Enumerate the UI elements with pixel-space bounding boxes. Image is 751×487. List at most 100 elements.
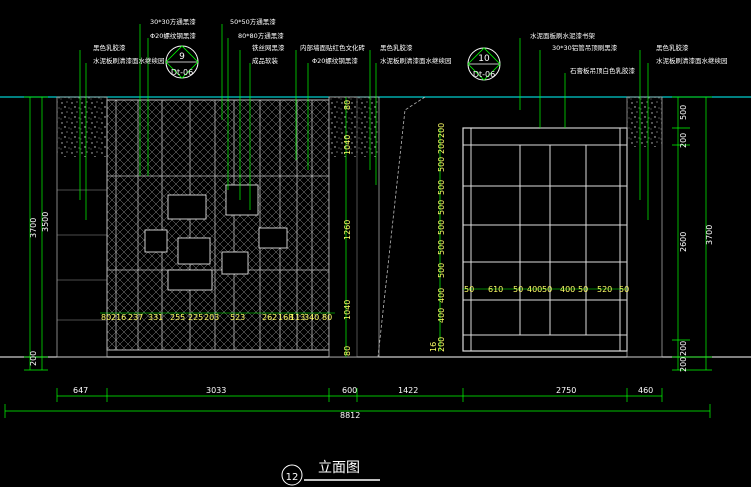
right-dim-200b: 200 bbox=[679, 341, 688, 356]
shelf-vdim-8: 400 bbox=[437, 288, 446, 303]
left-wall-speckle bbox=[57, 97, 107, 157]
bookshelf bbox=[462, 127, 628, 352]
shelf-vdim-2: 500 bbox=[437, 157, 446, 172]
mid-dim-2: 1260 bbox=[343, 220, 352, 240]
bottom-dim-3033: 3033 bbox=[206, 386, 226, 395]
svg-text:80: 80 bbox=[322, 313, 332, 322]
right-wall-speckle bbox=[627, 97, 662, 147]
mid-dim-4: 80 bbox=[343, 346, 352, 356]
svg-text:50: 50 bbox=[464, 285, 474, 294]
svg-text:黑色乳胶漆: 黑色乳胶漆 bbox=[380, 43, 413, 52]
svg-text:内部墙面贴红色文化砖: 内部墙面贴红色文化砖 bbox=[300, 43, 366, 52]
bottom-dim-647: 647 bbox=[73, 386, 88, 395]
right-dim-200a: 200 bbox=[679, 133, 688, 148]
shelf-vdim-10: 16 bbox=[429, 342, 438, 352]
svg-text:225: 225 bbox=[188, 313, 203, 322]
bottom-dim-chain bbox=[4, 388, 711, 418]
svg-text:262: 262 bbox=[262, 313, 277, 322]
svg-text:成品软装: 成品软装 bbox=[252, 56, 279, 65]
svg-text:113: 113 bbox=[290, 313, 305, 322]
svg-text:水泥板刷清漆面水继续园: 水泥板刷清漆面水继续园 bbox=[93, 56, 165, 65]
svg-text:水泥板刷清漆面水继续园: 水泥板刷清漆面水继续园 bbox=[656, 56, 728, 65]
bookshelf-grid bbox=[463, 128, 627, 351]
bottom-dim-1422: 1422 bbox=[398, 386, 418, 395]
left-dim-chain bbox=[24, 96, 48, 371]
svg-text:10: 10 bbox=[478, 54, 490, 64]
shelf-vdim-3: 500 bbox=[437, 180, 446, 195]
section-tag-9: 9 Dt-06 bbox=[165, 45, 199, 79]
shelf-vdim-1: 200 bbox=[437, 139, 446, 154]
bottom-dim-2750: 2750 bbox=[556, 386, 576, 395]
annotations-left: 30*30方通黑漆 Φ20螺纹钢黑漆 50*50方通黑漆 80*80方通黑漆 黑… bbox=[93, 17, 452, 65]
svg-text:80*80方通黑漆: 80*80方通黑漆 bbox=[238, 31, 284, 40]
svg-text:Dt-06: Dt-06 bbox=[171, 68, 193, 77]
svg-text:铁丝网黑漆: 铁丝网黑漆 bbox=[252, 43, 285, 52]
mid-dim-1: 1040 bbox=[343, 135, 352, 155]
svg-text:黑色乳胶漆: 黑色乳胶漆 bbox=[93, 43, 126, 52]
svg-text:50: 50 bbox=[542, 285, 552, 294]
svg-text:Dt-06: Dt-06 bbox=[473, 70, 495, 79]
mid-wall-speckle bbox=[329, 97, 379, 157]
svg-text:Φ20螺纹钢黑漆: Φ20螺纹钢黑漆 bbox=[150, 31, 196, 40]
svg-text:255: 255 bbox=[170, 313, 185, 322]
svg-text:50: 50 bbox=[619, 285, 629, 294]
mid-dim-3: 1040 bbox=[343, 300, 352, 320]
svg-text:水泥板刷清漆面水继续园: 水泥板刷清漆面水继续园 bbox=[380, 56, 452, 65]
svg-text:400: 400 bbox=[527, 285, 542, 294]
mid-dim-0: 80 bbox=[343, 100, 352, 110]
svg-text:石膏板吊顶白色乳胶漆: 石膏板吊顶白色乳胶漆 bbox=[570, 66, 636, 75]
drawing-number: 12 bbox=[286, 472, 299, 483]
section-tag-10: 10 Dt-06 bbox=[467, 47, 501, 81]
svg-text:50: 50 bbox=[578, 285, 588, 294]
svg-text:216: 216 bbox=[111, 313, 126, 322]
svg-text:340: 340 bbox=[304, 313, 319, 322]
mesh-frame bbox=[107, 100, 329, 350]
svg-text:523: 523 bbox=[230, 313, 245, 322]
shelf-vdim-4: 500 bbox=[437, 200, 446, 215]
mid-wall bbox=[328, 96, 380, 358]
leader-lines bbox=[79, 24, 649, 220]
shelf-vdim-9: 400 bbox=[437, 308, 446, 323]
drawing-title-block: 12 立面图 bbox=[281, 460, 380, 486]
svg-text:黑色乳胶漆: 黑色乳胶漆 bbox=[656, 43, 689, 52]
svg-text:168: 168 bbox=[278, 313, 293, 322]
bottom-dim-total: 8812 bbox=[340, 411, 360, 420]
shelf-vdim-6: 500 bbox=[437, 240, 446, 255]
svg-text:203: 203 bbox=[204, 313, 219, 322]
right-wall bbox=[626, 96, 663, 358]
left-dim-3700: 3700 bbox=[29, 218, 38, 238]
right-dim-3700: 3700 bbox=[705, 225, 714, 245]
shelf-vdim-0: 200 bbox=[437, 123, 446, 138]
shelf-vdim-5: 500 bbox=[437, 220, 446, 235]
svg-text:水泥面板刷水泥漆书架: 水泥面板刷水泥漆书架 bbox=[530, 31, 596, 40]
svg-text:400: 400 bbox=[560, 285, 575, 294]
svg-text:30*30方通黑漆: 30*30方通黑漆 bbox=[150, 17, 196, 26]
shelf-horiz-dims: 50 610 50 400 50 400 50 520 50 bbox=[464, 285, 629, 294]
svg-text:520: 520 bbox=[597, 285, 612, 294]
svg-text:237: 237 bbox=[128, 313, 143, 322]
art-frames bbox=[144, 184, 288, 291]
svg-text:30*30铝管吊顶刷黑漆: 30*30铝管吊顶刷黑漆 bbox=[552, 43, 618, 52]
left-wall-joints bbox=[57, 189, 107, 321]
right-dim-chain bbox=[672, 96, 712, 371]
right-dim-500: 500 bbox=[679, 105, 688, 120]
drawing-title: 立面图 bbox=[318, 460, 360, 476]
right-dim-200c: 200 bbox=[679, 357, 688, 372]
right-dim-2600: 2600 bbox=[679, 232, 688, 252]
shelf-vdim-7: 500 bbox=[437, 263, 446, 278]
left-dim-3500: 3500 bbox=[41, 212, 50, 232]
svg-text:610: 610 bbox=[488, 285, 503, 294]
stair-diagonal bbox=[377, 96, 426, 358]
mid-vert-dim-chain bbox=[345, 97, 441, 357]
left-panel-dims: 80 216 237 331 255 225 203 523 262 168 1… bbox=[101, 313, 332, 322]
annotations-right: 水泥面板刷水泥漆书架 30*30铝管吊顶刷黑漆 黑色乳胶漆 水泥板刷清漆面水继续… bbox=[530, 31, 728, 75]
svg-text:9: 9 bbox=[179, 52, 185, 62]
shelf-vdim-11: 200 bbox=[437, 337, 446, 352]
svg-text:331: 331 bbox=[148, 313, 163, 322]
svg-text:50*50方通黑漆: 50*50方通黑漆 bbox=[230, 17, 276, 26]
bottom-dim-460: 460 bbox=[638, 386, 653, 395]
left-dim-200: 200 bbox=[29, 351, 38, 366]
svg-text:Φ20螺纹钢黑漆: Φ20螺纹钢黑漆 bbox=[312, 56, 358, 65]
mesh-panel bbox=[106, 99, 330, 351]
